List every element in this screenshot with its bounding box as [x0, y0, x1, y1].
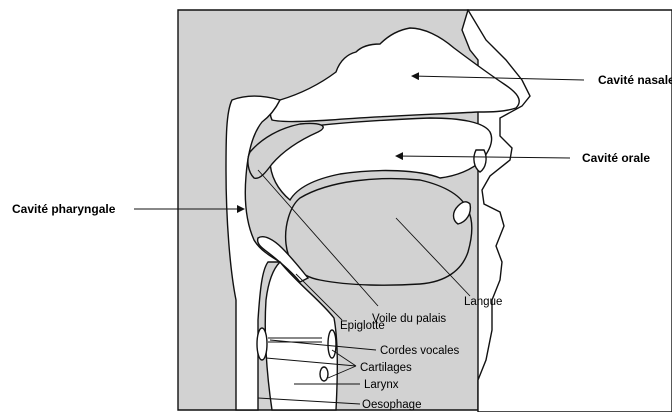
label-larynx: Larynx [364, 379, 399, 391]
label-cavite-nasale: Cavité nasale [598, 73, 672, 87]
cartilage-left [257, 328, 267, 360]
cartilage-right-lower [320, 367, 328, 381]
label-cartilages: Cartilages [360, 362, 412, 374]
cartilage-right-upper [328, 330, 336, 358]
label-oesophage: Oesophage [362, 399, 421, 411]
label-epiglotte: Epiglotte [340, 320, 385, 332]
tongue [286, 179, 472, 286]
label-cordes-vocales: Cordes vocales [380, 345, 460, 357]
face-profile [468, 10, 672, 412]
label-cavite-pharyngale: Cavité pharyngale [12, 202, 116, 216]
label-langue: Langue [464, 296, 502, 308]
label-cavite-orale: Cavité orale [582, 151, 650, 165]
